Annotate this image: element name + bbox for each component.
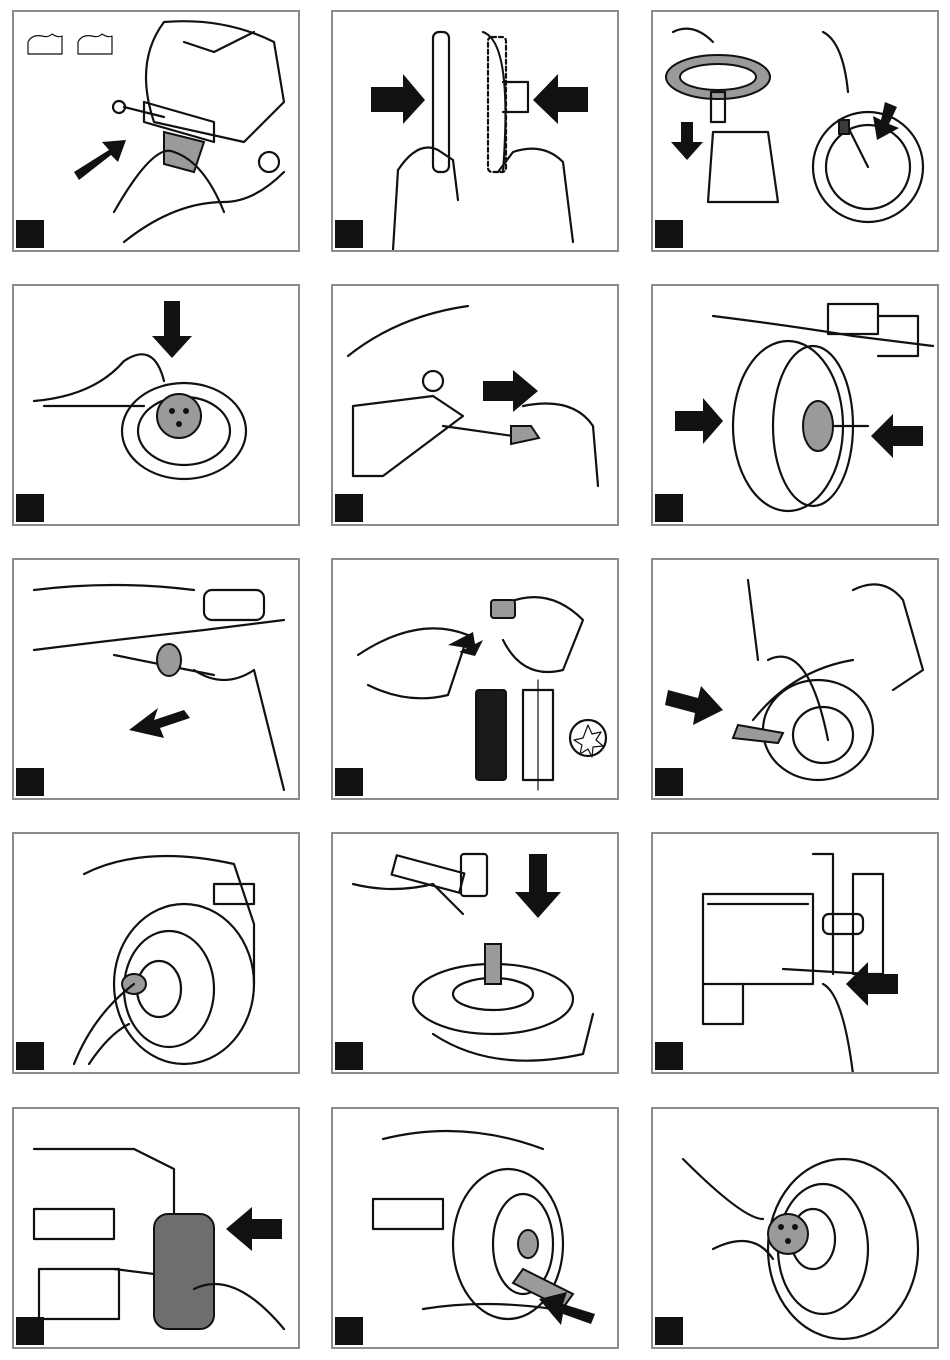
mount-front-wheel-illustration	[653, 286, 937, 524]
step-number-box	[16, 494, 44, 522]
hammer-cap-onto-axle-illustration	[653, 560, 937, 798]
step-number-box	[16, 1317, 44, 1345]
step-number-box	[655, 494, 683, 522]
instruction-panel-9	[651, 558, 939, 800]
insert-steering-wheel-screw-illustration	[653, 12, 937, 250]
remove-axle-pin-illustration	[333, 286, 617, 524]
instruction-panel-3	[651, 10, 939, 252]
insert-rear-axle-illustration	[653, 834, 937, 1072]
step-number-box	[335, 1317, 363, 1345]
mount-rear-wheel-illustration	[14, 1109, 298, 1347]
instruction-panel-14	[331, 1107, 619, 1349]
instruction-panel-8	[331, 558, 619, 800]
step-number-box	[16, 768, 44, 796]
instruction-panel-13	[12, 1107, 300, 1349]
front-wheel-hubcap-illustration	[14, 834, 298, 1072]
step-number-box	[655, 1042, 683, 1070]
instruction-panel-7	[12, 558, 300, 800]
instruction-panel-4	[12, 284, 300, 526]
remove-front-axle-cover-illustration	[14, 12, 298, 250]
instruction-panel-11	[331, 832, 619, 1074]
rear-wheel-hubcap-illustration	[653, 1109, 937, 1347]
instruction-panel-12	[651, 832, 939, 1074]
instruction-panel-6	[651, 284, 939, 526]
step-number-box	[335, 768, 363, 796]
step-number-box	[335, 1042, 363, 1070]
cap-and-spacer-parts-illustration	[333, 560, 617, 798]
step-number-box	[655, 220, 683, 248]
step-number-box	[655, 768, 683, 796]
hammer-rear-hub-illustration	[333, 834, 617, 1072]
step-number-box	[655, 1317, 683, 1345]
insert-axle-pin-illustration	[14, 560, 298, 798]
step-number-box	[16, 1042, 44, 1070]
instruction-panel-10	[12, 832, 300, 1074]
tighten-rear-wheel-illustration	[333, 1109, 617, 1347]
instruction-panel-1	[12, 10, 300, 252]
press-steering-cap-illustration	[14, 286, 298, 524]
instruction-panel-5	[331, 284, 619, 526]
instruction-panel-2	[331, 10, 619, 252]
step-number-box	[16, 220, 44, 248]
step-number-box	[335, 494, 363, 522]
steering-wheel-halves-illustration	[333, 12, 617, 250]
step-number-box	[335, 220, 363, 248]
instruction-panel-15	[651, 1107, 939, 1349]
